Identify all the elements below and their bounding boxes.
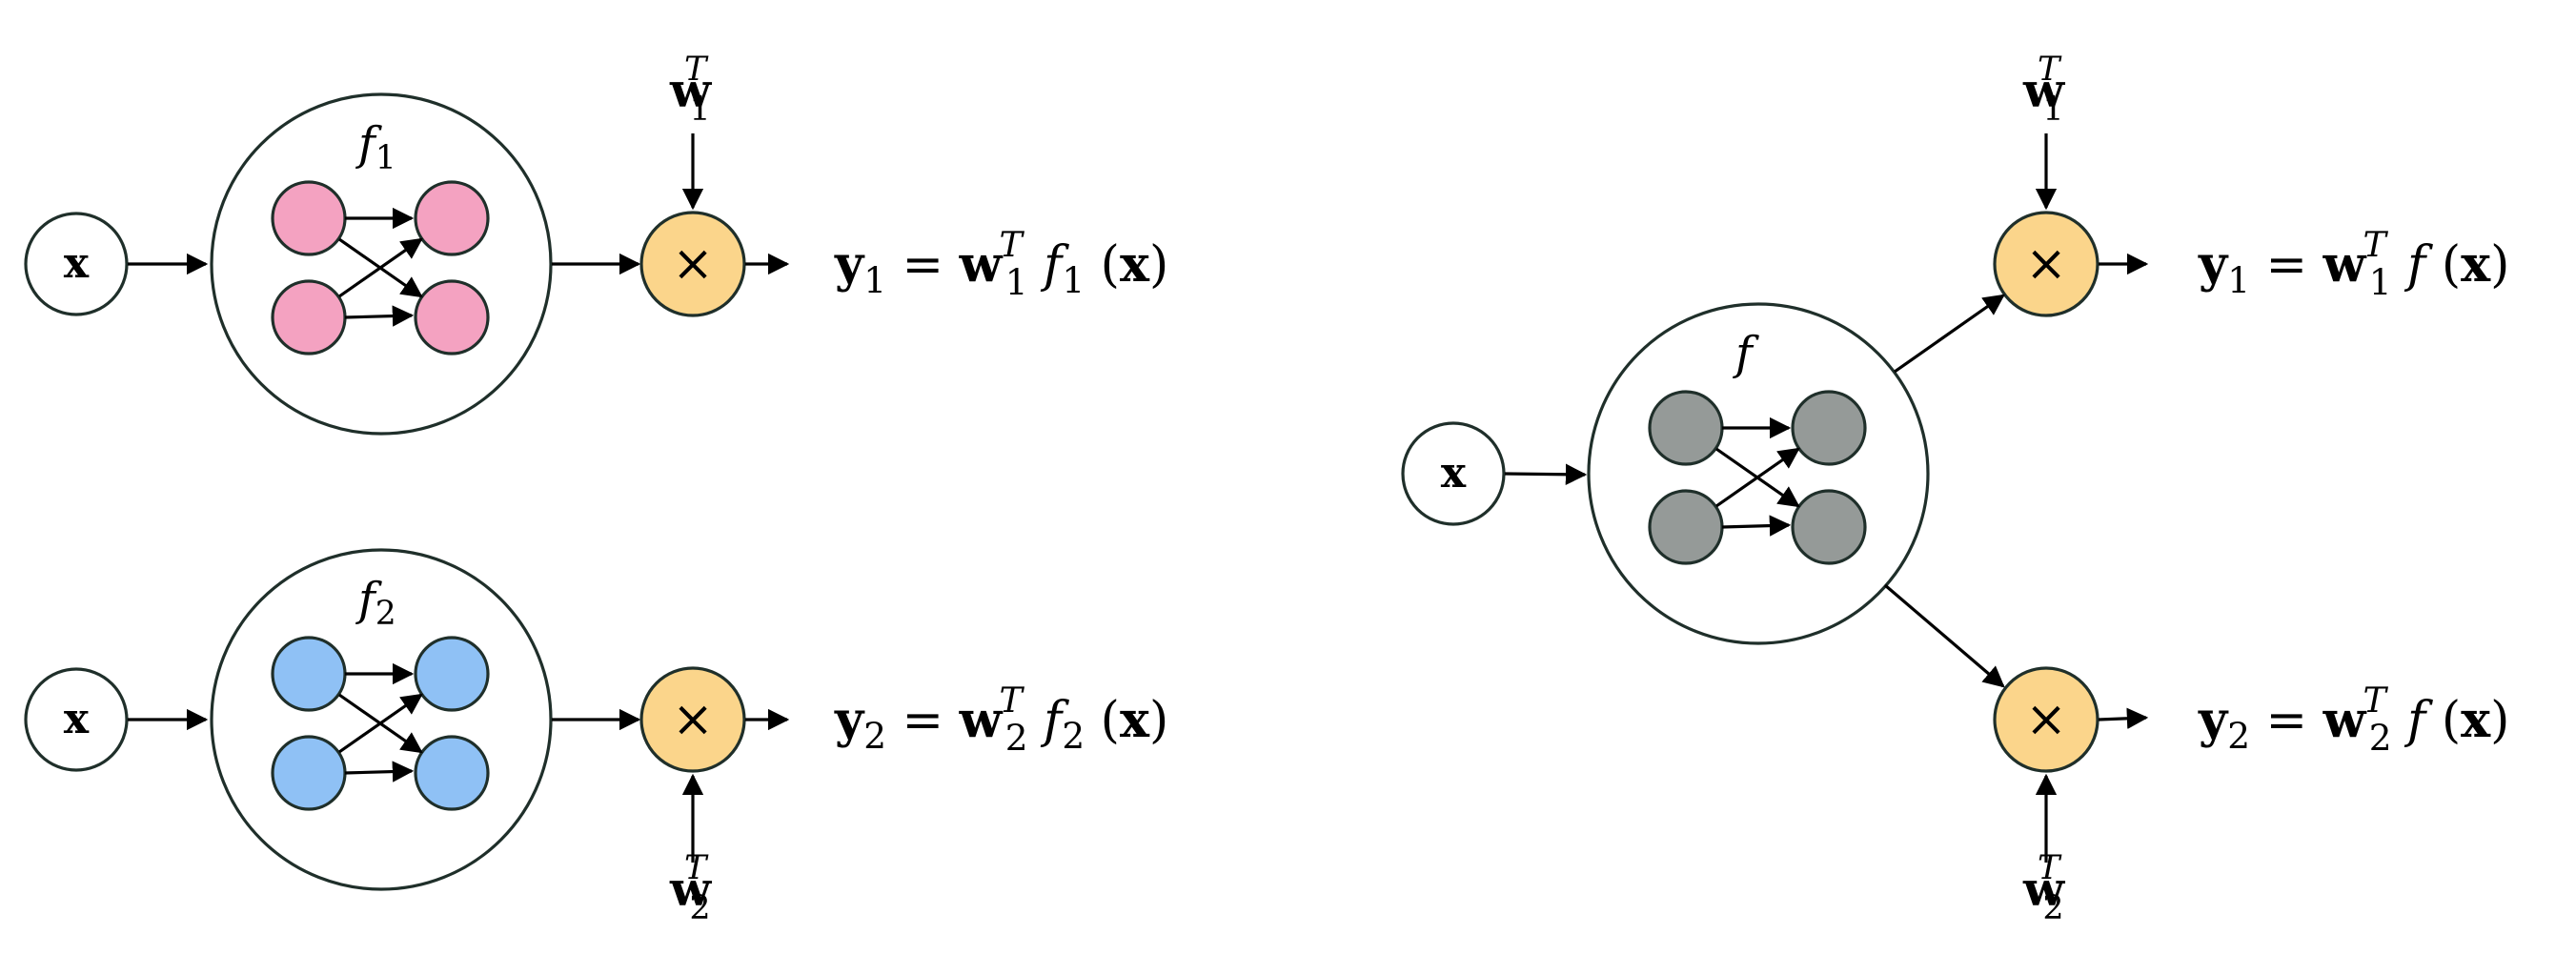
multiply-symbol: × bbox=[672, 691, 714, 748]
multiply-symbol: × bbox=[2025, 235, 2067, 293]
right-input-node: x bbox=[1401, 421, 1506, 526]
input-x-label: x bbox=[64, 239, 90, 288]
network-boundary-circle bbox=[1587, 302, 1930, 645]
neuron-4 bbox=[414, 279, 490, 356]
right-shared-network-f: f bbox=[1587, 302, 1930, 645]
input-node-circle bbox=[24, 212, 129, 316]
left-top-input-node: x bbox=[24, 212, 129, 316]
multiply-node-circle bbox=[1993, 211, 2099, 317]
right-bottom-multiply-node: × bbox=[1993, 666, 2099, 773]
connection-arrow bbox=[338, 237, 423, 298]
multiply-node-circle bbox=[639, 666, 746, 773]
neuron-1 bbox=[1648, 390, 1724, 466]
neuron-3 bbox=[271, 279, 347, 356]
multiply-node-circle bbox=[639, 211, 746, 317]
left-bottom-network-f2: f2 bbox=[210, 548, 553, 891]
neuron-1 bbox=[271, 180, 347, 256]
left-top-multiply-node: × bbox=[639, 211, 746, 317]
right-network-to-top-arrow bbox=[1894, 294, 2005, 374]
neuron-2 bbox=[1791, 390, 1867, 466]
neuron-3 bbox=[1648, 489, 1724, 565]
neuron-3 bbox=[271, 735, 347, 811]
neuron-4 bbox=[1791, 489, 1867, 565]
neuron-2 bbox=[414, 636, 490, 712]
connection-arrow bbox=[344, 305, 415, 327]
input-node-circle bbox=[24, 667, 129, 772]
right-input-arrow bbox=[1504, 463, 1588, 485]
right-top-multiply-node: × bbox=[1993, 211, 2099, 317]
input-node-circle bbox=[1401, 421, 1506, 526]
connection-arrow bbox=[338, 693, 423, 754]
left-bottom-input-node: x bbox=[24, 667, 129, 772]
input-x-label: x bbox=[1441, 449, 1467, 498]
left-top-network-f1: f1 bbox=[210, 92, 553, 436]
connection-arrow bbox=[1715, 447, 1800, 508]
connection-arrow bbox=[1721, 515, 1792, 537]
multiply-symbol: × bbox=[672, 235, 714, 293]
left-bottom-multiply-node: × bbox=[639, 666, 746, 773]
neuron-2 bbox=[414, 180, 490, 256]
multiply-node-circle bbox=[1993, 666, 2099, 773]
network-label: f2 bbox=[355, 573, 396, 633]
neuron-1 bbox=[271, 636, 347, 712]
neuron-4 bbox=[414, 735, 490, 811]
multiply-symbol: × bbox=[2025, 691, 2067, 748]
right-bottom-output-arrow bbox=[2098, 707, 2149, 729]
connection-arrow bbox=[344, 761, 415, 782]
input-x-label: x bbox=[64, 695, 90, 743]
right-network-to-bottom-arrow bbox=[1883, 583, 2005, 688]
